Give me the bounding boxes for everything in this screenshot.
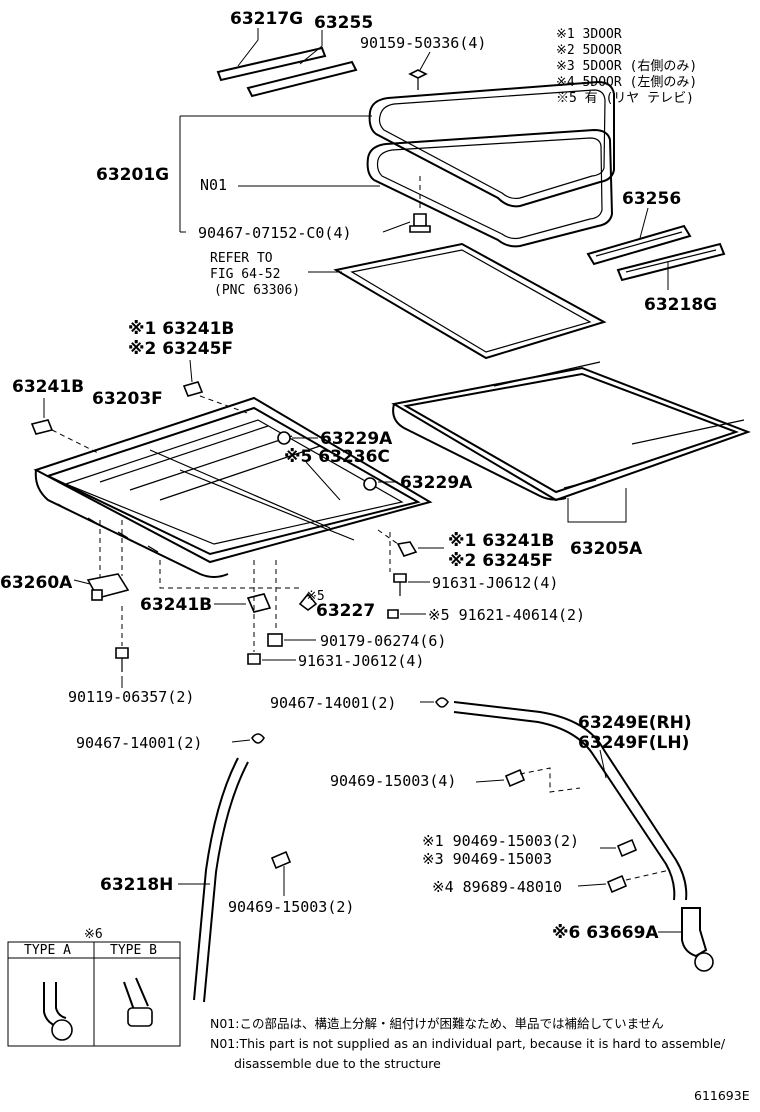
label-90469-b1: ※1 90469-15003(2) (422, 832, 579, 850)
type-b-fitting (123, 977, 153, 1027)
bracket-63241B-left (30, 419, 54, 435)
label-90159: 90159-50336(4) (360, 34, 486, 52)
label-63245F-v2: ※2 63245F (128, 339, 233, 359)
label-63203F: 63203F (92, 389, 163, 409)
screw-90159 (408, 69, 428, 90)
bracket-63241B-top (182, 381, 204, 397)
clamp-90467-14001-right (435, 697, 449, 708)
weatherstrip-N01 (366, 128, 614, 248)
bolt-91621 (387, 609, 399, 619)
label-90469-c: 90469-15003(2) (228, 898, 354, 916)
label-90467-14001-a: 90467-14001(2) (270, 694, 396, 712)
label-N01: N01 (200, 176, 227, 194)
label-63245F-v2b: ※2 63245F (448, 551, 553, 571)
drain-hose-63218H (193, 757, 249, 1003)
label-89689: ※4 89689-48010 (432, 878, 562, 896)
label-63241B-v1: ※1 63241B (128, 319, 234, 339)
label-91631-a: 91631-J0612(4) (432, 574, 558, 592)
label-63217G: 63217G (230, 9, 303, 29)
sunshade-panel (333, 242, 607, 360)
label-63201G: 63201G (96, 165, 169, 185)
label-63205A: 63205A (570, 539, 643, 559)
sunroof-frame-63203F (33, 396, 433, 578)
label-91631-b: 91631-J0612(4) (298, 652, 424, 670)
rail-63218G (616, 242, 726, 282)
footnote-jp: N01:この部品は、構造上分解・組付けが困難なため、単品では補給していません (210, 1016, 664, 1031)
clamp-90469-15003-c (270, 850, 292, 870)
legend-line-4: ※4 5DOOR (左側のみ) (556, 75, 697, 90)
label-refer-2: FIG 64-52 (210, 267, 280, 282)
nut-63229A-2 (363, 477, 377, 491)
legend-line-5: ※5 有 (リヤ テレビ) (556, 91, 694, 106)
hose-end-63669A (681, 907, 714, 972)
label-63229A-1: 63229A (320, 429, 393, 449)
nut-63229A-1 (277, 431, 291, 445)
label-90469-a: 90469-15003(4) (330, 772, 456, 790)
strip-63255 (246, 60, 358, 98)
label-90469-b3: ※3 90469-15003 (422, 850, 552, 868)
label-90467-14001-b: 90467-14001(2) (76, 734, 202, 752)
type-table (7, 941, 181, 1047)
drive-motor-63260A (86, 573, 130, 601)
type-table-mark: ※6 (84, 927, 103, 942)
label-63255: 63255 (314, 13, 373, 33)
clip-90467-07152 (409, 213, 431, 233)
footnote-en-1: N01:This part is not supplied as an indi… (210, 1036, 726, 1051)
figure-id: 611693E (694, 1088, 750, 1103)
type-a-fitting (43, 982, 73, 1041)
label-91621: ※5 91621-40614(2) (428, 606, 585, 624)
label-90179: 90179-06274(6) (320, 632, 446, 650)
glass-panel-63201G (368, 80, 615, 208)
legend-line-1: ※1 3DOOR (556, 27, 622, 42)
label-63218G: 63218G (644, 295, 717, 315)
label-63249F: 63249F(LH) (578, 733, 689, 753)
nut-90179 (267, 633, 283, 647)
label-63249E: 63249E(RH) (578, 713, 692, 733)
label-63227-mark: ※5 (306, 589, 325, 604)
variant-legend: ※1 3DOOR ※2 5DOOR ※3 5DOOR (右側のみ) ※4 5DO… (556, 27, 697, 106)
bolt-91631-a (393, 573, 407, 596)
label-63241B-bottom: 63241B (140, 595, 212, 615)
label-63236C: ※5 63236C (284, 447, 390, 467)
label-63241B-left: 63241B (12, 377, 84, 397)
bracket-63241B-right (396, 541, 418, 557)
bracket-63241B-bottom (246, 593, 272, 613)
label-63241B-v1b: ※1 63241B (448, 531, 554, 551)
label-refer-1: REFER TO (210, 251, 273, 266)
label-refer-3: (PNC 63306) (214, 283, 300, 298)
bolt-91631-b (247, 653, 261, 665)
label-63256: 63256 (622, 189, 681, 209)
drain-hose-63249E-F (453, 701, 688, 901)
type-a-label: TYPE A (24, 943, 71, 958)
clamp-90469-15003-a (504, 768, 526, 788)
label-63227: 63227 (316, 601, 375, 621)
clamp-90467-14001-left (251, 733, 265, 744)
label-63669A: ※6 63669A (552, 923, 659, 943)
label-90119: 90119-06357(2) (68, 688, 194, 706)
clamp-89689-48010 (606, 874, 628, 894)
clamp-90469-15003-b (616, 838, 638, 858)
type-b-label: TYPE B (110, 943, 157, 958)
rail-63256 (586, 224, 692, 266)
label-63229A-2: 63229A (400, 473, 473, 493)
legend-line-2: ※2 5DOOR (556, 43, 622, 58)
bolt-90119 (115, 647, 129, 672)
label-63260A: 63260A (0, 573, 73, 593)
frame-63205A (391, 361, 751, 502)
label-90467-07152: 90467-07152-C0(4) (198, 224, 352, 242)
strip-63217G (216, 46, 327, 82)
clip-63227 (298, 592, 318, 611)
footnote-en-2: disassemble due to the structure (234, 1056, 441, 1071)
legend-line-3: ※3 5DOOR (右側のみ) (556, 59, 697, 74)
label-63218H: 63218H (100, 875, 173, 895)
